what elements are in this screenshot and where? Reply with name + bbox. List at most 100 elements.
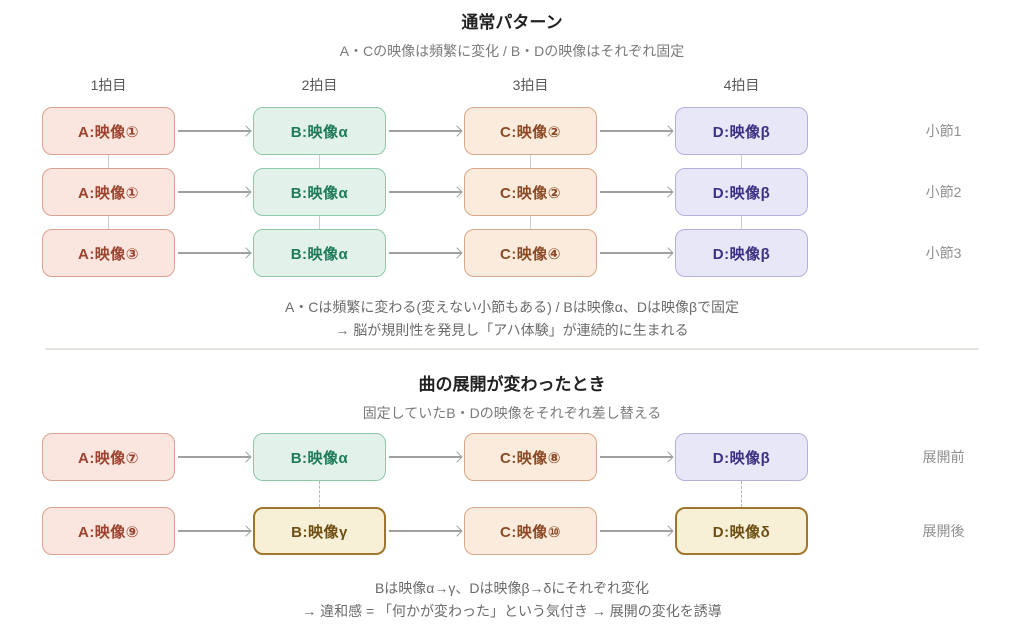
flow-arrow-icon bbox=[600, 191, 672, 193]
connector-line bbox=[741, 481, 742, 507]
flow-arrow-icon bbox=[178, 530, 250, 532]
note-line: → 脳が規則性を発見し「アハ体験」が連続的に生まれる bbox=[335, 322, 689, 338]
connector-gap bbox=[175, 155, 253, 168]
flow-arrow-icon bbox=[389, 530, 461, 532]
row-label: 小節3 bbox=[925, 245, 962, 261]
flow-arrow-icon bbox=[178, 130, 250, 132]
arrow-cell bbox=[597, 168, 675, 216]
pattern-box: B:映像α bbox=[253, 433, 386, 481]
connector-gap bbox=[386, 216, 464, 229]
arrow-cell bbox=[597, 107, 675, 155]
connector-cell bbox=[253, 216, 386, 229]
pattern-box: B:映像γ bbox=[253, 507, 386, 555]
connector-gap bbox=[386, 155, 464, 168]
arrow-cell bbox=[597, 229, 675, 277]
flow-arrow-icon bbox=[389, 130, 461, 132]
connector-line bbox=[108, 216, 109, 229]
flow-arrow-icon bbox=[389, 191, 461, 193]
beat-header: 3拍目 bbox=[512, 77, 549, 93]
pattern-box: D:映像β bbox=[675, 433, 808, 481]
connector-cell bbox=[42, 481, 175, 507]
note-line: → 違和感 = 「何かが変わった」という気付き → 展開の変化を誘導 bbox=[302, 603, 722, 619]
arrow-cell bbox=[597, 433, 675, 481]
connector-cell bbox=[675, 481, 808, 507]
flow-arrow-icon bbox=[600, 456, 672, 458]
connector-gap bbox=[597, 216, 675, 229]
pattern-box: D:映像β bbox=[675, 168, 808, 216]
connector-line bbox=[319, 216, 320, 229]
arrow-cell bbox=[386, 107, 464, 155]
section1-title: 通常パターン bbox=[461, 13, 563, 32]
arrow-cell bbox=[175, 168, 253, 216]
pattern-box: A:映像⑦ bbox=[42, 433, 175, 481]
beat-header: 1拍目 bbox=[90, 77, 127, 93]
connector-line bbox=[319, 481, 320, 507]
connector-line bbox=[741, 155, 742, 168]
section1-subtitle: A・Cの映像は頻繁に変化 / B・Dの映像はそれぞれ固定 bbox=[339, 43, 685, 59]
note-line: A・Cは頻繁に変わる(変えない小節もある) / Bは映像α、Dは映像βで固定 bbox=[284, 299, 740, 315]
beat-gap bbox=[175, 75, 253, 93]
pattern-box: A:映像① bbox=[42, 107, 175, 155]
flow-arrow-icon bbox=[389, 252, 461, 254]
pattern-box: C:映像④ bbox=[464, 229, 597, 277]
connector-row bbox=[42, 216, 1024, 229]
connector-line bbox=[741, 216, 742, 229]
connector-cell bbox=[42, 155, 175, 168]
connector-gap bbox=[175, 481, 253, 507]
pattern-box: C:映像⑧ bbox=[464, 433, 597, 481]
pattern-box: D:映像β bbox=[675, 229, 808, 277]
connector-cell bbox=[675, 216, 808, 229]
arrow-cell bbox=[175, 107, 253, 155]
section2-title: 曲の展開が変わったとき bbox=[418, 375, 606, 394]
arrow-cell bbox=[386, 507, 464, 555]
pattern-box: A:映像③ bbox=[42, 229, 175, 277]
connector-cell bbox=[464, 216, 597, 229]
flow-arrow-icon bbox=[389, 456, 461, 458]
pattern-box: A:映像⑨ bbox=[42, 507, 175, 555]
diagram-page: 通常パターン A・Cの映像は頻繁に変化 / B・Dの映像はそれぞれ固定 1拍目 2… bbox=[0, 12, 1024, 641]
arrow-cell bbox=[597, 507, 675, 555]
flow-arrow-icon bbox=[178, 191, 250, 193]
beat-header: 4拍目 bbox=[723, 77, 760, 93]
row-label: 小節1 bbox=[925, 123, 962, 139]
section1-notes: A・Cは頻繁に変わる(変えない小節もある) / Bは映像α、Dは映像βで固定 → … bbox=[0, 296, 1024, 342]
pattern-box: B:映像α bbox=[253, 168, 386, 216]
arrow-cell bbox=[175, 433, 253, 481]
connector-gap bbox=[597, 481, 675, 507]
section2-subtitle: 固定していたB・Dの映像をそれぞれ差し替える bbox=[362, 405, 662, 421]
beat-gap bbox=[386, 75, 464, 93]
row-label: 小節2 bbox=[925, 184, 962, 200]
connector-row bbox=[42, 481, 1024, 507]
arrow-cell bbox=[175, 507, 253, 555]
pattern-box: B:映像α bbox=[253, 229, 386, 277]
beat-header-row: 1拍目 2拍目 3拍目 4拍目 bbox=[42, 75, 1024, 93]
beat-header: 2拍目 bbox=[301, 77, 338, 93]
pattern-box: A:映像① bbox=[42, 168, 175, 216]
pattern-box: C:映像② bbox=[464, 107, 597, 155]
connector-cell bbox=[464, 155, 597, 168]
connector-gap bbox=[597, 155, 675, 168]
connector-gap bbox=[386, 481, 464, 507]
arrow-cell bbox=[386, 229, 464, 277]
flow-arrow-icon bbox=[600, 530, 672, 532]
diagram-row: A:映像③ B:映像α C:映像④ D:映像β 小節3 bbox=[42, 229, 1024, 277]
flow-arrow-icon bbox=[178, 252, 250, 254]
connector-row bbox=[42, 155, 1024, 168]
pattern-box: C:映像② bbox=[464, 168, 597, 216]
connector-gap bbox=[175, 216, 253, 229]
connector-cell bbox=[42, 216, 175, 229]
connector-cell bbox=[253, 155, 386, 168]
pattern-box: D:映像δ bbox=[675, 507, 808, 555]
flow-arrow-icon bbox=[600, 130, 672, 132]
pattern-box: D:映像β bbox=[675, 107, 808, 155]
connector-line bbox=[530, 155, 531, 168]
section-divider bbox=[45, 348, 979, 350]
diagram-row: A:映像① B:映像α C:映像② D:映像β 小節2 bbox=[42, 168, 1024, 216]
